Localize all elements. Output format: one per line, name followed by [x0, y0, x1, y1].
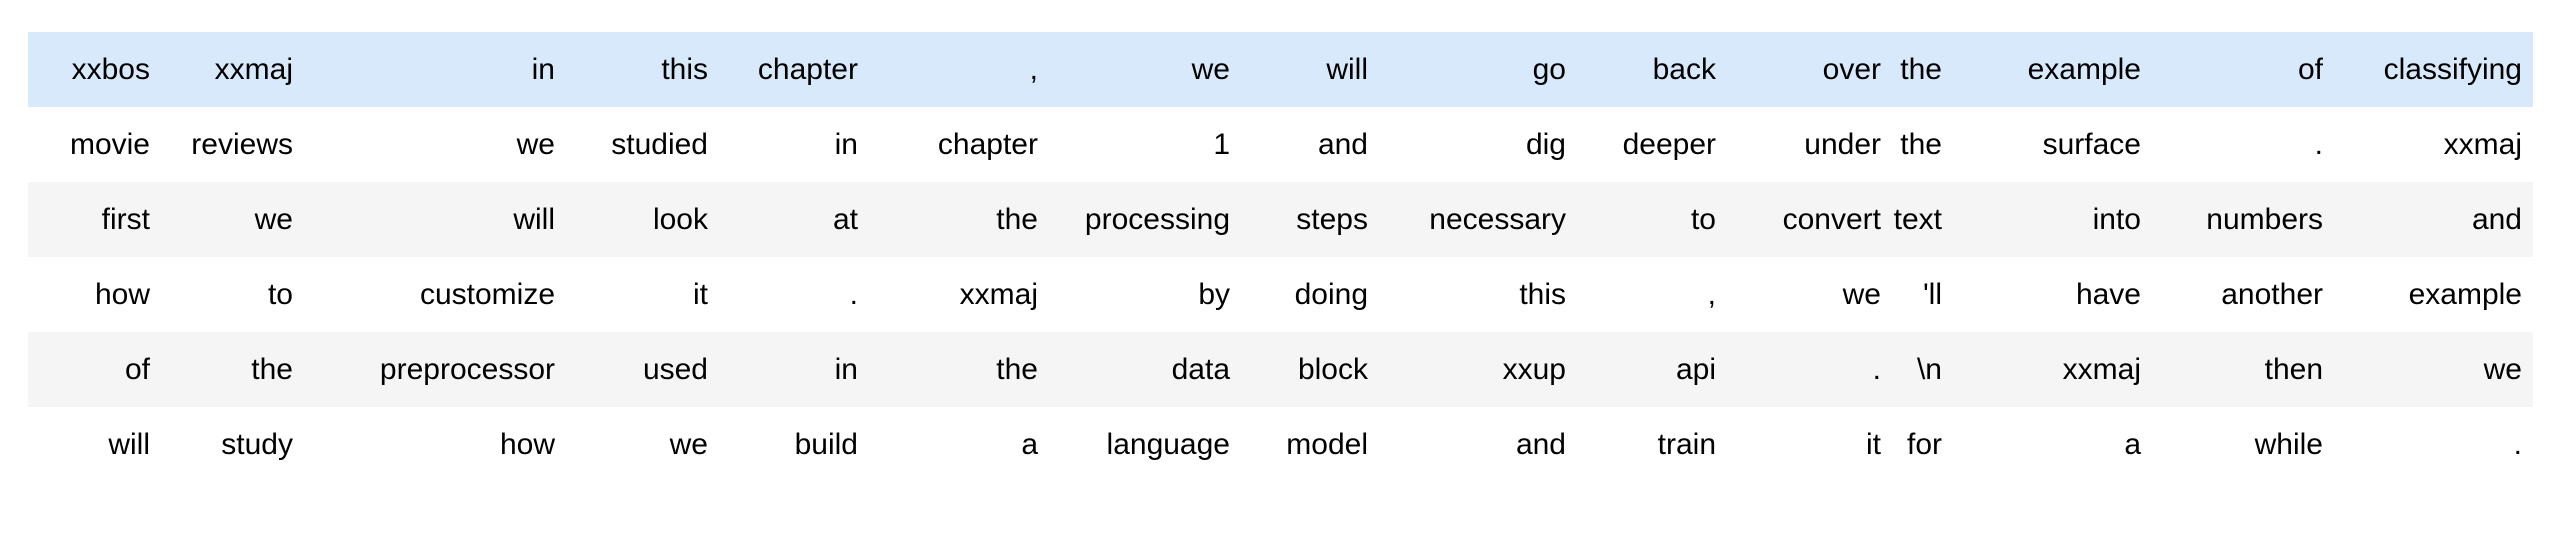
token-cell: then: [2264, 352, 2323, 386]
table-row: will study how we build a language model and trai…: [28, 407, 2533, 482]
token-cell: .: [849, 277, 858, 311]
token-cell: first: [101, 202, 150, 236]
token-table-body: xxbos xxmaj in this chapter, we will go back over…: [28, 32, 2533, 482]
table-row: of the preprocessor used in the data block xxup a…: [28, 332, 2533, 407]
token-cell: under: [1804, 127, 1881, 161]
token-cell: of: [124, 352, 150, 386]
token-cell: over: [1822, 52, 1881, 86]
token-cell: we: [1842, 277, 1881, 311]
table-row: movie reviews we studied in chapter 1 and dig dee…: [28, 107, 2533, 182]
token-cell: preprocessor: [379, 352, 555, 386]
token-cell: text: [1893, 202, 1942, 236]
token-cell: necessary: [1429, 202, 1566, 236]
token-cell: model: [1286, 427, 1368, 461]
token-cell: customize: [419, 277, 555, 311]
token-cell: numbers: [2206, 202, 2323, 236]
token-cell: this: [661, 52, 708, 86]
token-cell: it: [1866, 427, 1881, 461]
notebook-output-area: xxbos xxmaj in this chapter, we will go back over…: [28, 32, 2533, 482]
token-cell: go: [1532, 52, 1566, 86]
token-cell: in: [834, 352, 858, 386]
token-cell: in: [531, 52, 555, 86]
token-cell: this: [1519, 277, 1566, 311]
token-table: xxbos xxmaj in this chapter, we will go back over…: [28, 32, 2533, 482]
token-cell: another: [2221, 277, 2323, 311]
token-cell: and: [1317, 127, 1368, 161]
token-cell: at: [832, 202, 858, 236]
token-cell: block: [1297, 352, 1368, 386]
token-cell: api: [1675, 352, 1716, 386]
token-cell: classifying: [2383, 52, 2522, 86]
token-cell: ,: [1029, 52, 1038, 86]
token-cell: how: [94, 277, 150, 311]
token-cell: language: [1106, 427, 1230, 461]
token-cell: how: [499, 427, 555, 461]
token-cell: studied: [611, 127, 708, 161]
token-cell: we: [669, 427, 708, 461]
token-cell: by: [1198, 277, 1230, 311]
token-cell: train: [1657, 427, 1716, 461]
table-row-highlighted: xxbos xxmaj in this chapter, we will go back over…: [28, 32, 2533, 107]
token-cell: it: [693, 277, 708, 311]
token-cell: we: [516, 127, 555, 161]
token-cell: \n: [1916, 352, 1942, 386]
table-row: how to customize it. xxmaj by doing this, we 'll h…: [28, 257, 2533, 332]
token-cell: 'll: [1922, 277, 1942, 311]
token-cell: the: [251, 352, 293, 386]
token-cell: while: [2254, 427, 2323, 461]
token-cell: steps: [1296, 202, 1368, 236]
token-cell: a: [2124, 427, 2141, 461]
token-cell: .: [2314, 127, 2323, 161]
token-cell: will: [513, 202, 555, 236]
token-cell: for: [1906, 427, 1942, 461]
token-cell: study: [221, 427, 293, 461]
token-cell: will: [1326, 52, 1368, 86]
token-cell: and: [2471, 202, 2522, 236]
token-cell: the: [1900, 52, 1942, 86]
token-cell: ,: [1707, 277, 1716, 311]
token-cell: surface: [2042, 127, 2141, 161]
token-cell: xxmaj: [2443, 127, 2522, 161]
token-cell: we: [1191, 52, 1230, 86]
token-cell: deeper: [1622, 127, 1716, 161]
token-cell: doing: [1294, 277, 1368, 311]
token-cell: we: [2483, 352, 2522, 386]
token-cell: xxup: [1502, 352, 1566, 386]
token-cell: used: [642, 352, 708, 386]
token-cell: back: [1652, 52, 1716, 86]
token-cell: xxmaj: [959, 277, 1038, 311]
token-cell: xxbos: [71, 52, 150, 86]
token-cell: of: [2297, 52, 2323, 86]
token-cell: convert: [1782, 202, 1881, 236]
token-cell: example: [2027, 52, 2141, 86]
token-cell: the: [1900, 127, 1942, 161]
token-cell: dig: [1525, 127, 1566, 161]
token-cell: example: [2408, 277, 2522, 311]
token-cell: 1: [1213, 127, 1230, 161]
token-cell: a: [1021, 427, 1038, 461]
token-cell: have: [2075, 277, 2141, 311]
token-cell: and: [1515, 427, 1566, 461]
token-cell: xxmaj: [2062, 352, 2141, 386]
token-cell: will: [108, 427, 150, 461]
token-cell: chapter: [757, 52, 858, 86]
token-cell: reviews: [191, 127, 293, 161]
token-cell: we: [254, 202, 293, 236]
token-cell: processing: [1084, 202, 1230, 236]
token-cell: into: [2092, 202, 2141, 236]
table-row: first we will look at the processing steps neces…: [28, 182, 2533, 257]
token-cell: .: [2513, 427, 2522, 461]
token-cell: .: [1872, 352, 1881, 386]
token-cell: the: [996, 352, 1038, 386]
token-cell: build: [794, 427, 858, 461]
token-cell: chapter: [937, 127, 1038, 161]
token-cell: to: [1690, 202, 1716, 236]
token-cell: the: [996, 202, 1038, 236]
token-cell: look: [652, 202, 708, 236]
token-cell: to: [267, 277, 293, 311]
token-cell: in: [834, 127, 858, 161]
token-cell: xxmaj: [214, 52, 293, 86]
token-cell: data: [1171, 352, 1230, 386]
token-cell: movie: [69, 127, 150, 161]
